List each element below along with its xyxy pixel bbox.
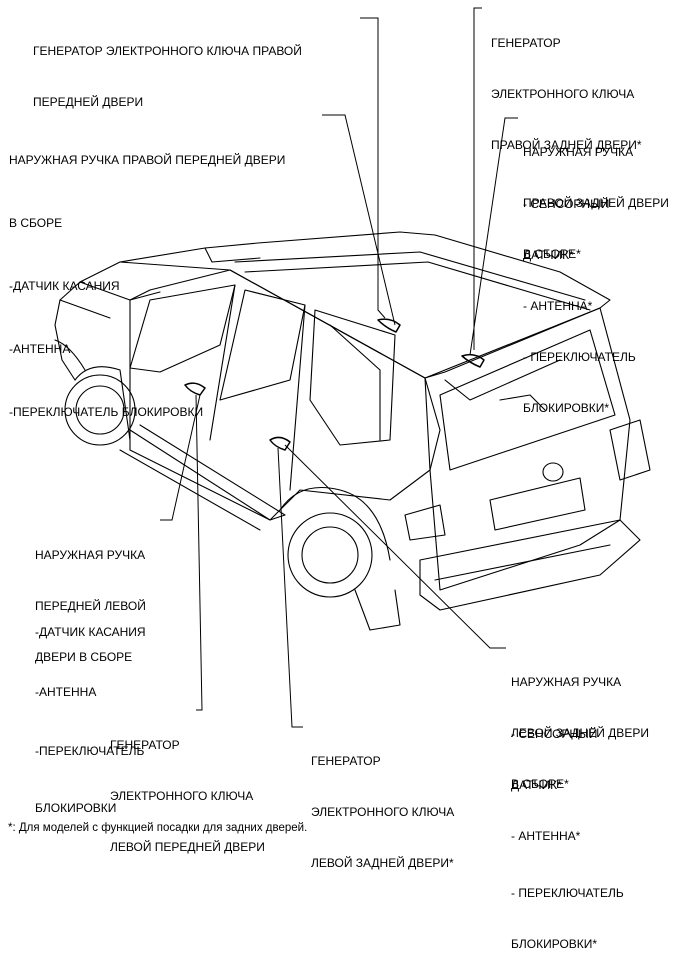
label-gen-right-front: ГЕНЕРАТОР ЭЛЕКТРОННОГО КЛЮЧА ПРАВОЙ ПЕРЕ… (33, 44, 302, 109)
rear-hatch (424, 307, 631, 591)
leader-gen-left-front (195, 394, 203, 711)
leader-gen-right-front (360, 17, 386, 319)
vehicle-diagram (54, 7, 651, 728)
leader-handle-right-front (322, 114, 396, 326)
label-handle-right-front: НАРУЖНАЯ РУЧКА ПРАВОЙ ПЕРЕДНЕЙ ДВЕРИ В С… (9, 153, 286, 419)
label-gen-right-rear: ГЕНЕРАТОР ЭЛЕКТРОННОГО КЛЮЧА ПРАВОЙ ЗАДН… (491, 36, 642, 152)
middle-window (219, 289, 306, 401)
label-handle-left-rear-items: - СЕНСОРНЫЙ ДАТЧИК* - АНТЕННА* - ПЕРЕКЛЮ… (511, 727, 624, 951)
leader-handle-left-rear (284, 444, 506, 649)
label-handle-left-front: НАРУЖНАЯ РУЧКА ПЕРЕДНЕЙ ЛЕВОЙ ДВЕРИ В СБ… (35, 548, 146, 664)
front-wheel (64, 374, 136, 446)
rear-window (309, 309, 396, 446)
label-handle-right-rear-items: - СЕНСОРНЫЙ ДАТЧИК* - АНТЕННА* - ПЕРЕКЛЮ… (523, 197, 636, 415)
leader-handle-left-front (160, 394, 201, 521)
rear-emblem (542, 462, 564, 482)
leader-gen-right-rear (473, 7, 482, 350)
label-gen-left-front: ГЕНЕРАТОР ЭЛЕКТРОННОГО КЛЮЧА ЛЕВОЙ ПЕРЕД… (110, 738, 265, 854)
footnote: *: Для моделей с функцией посадки для за… (8, 822, 308, 834)
license-plate (489, 477, 586, 531)
label-handle-left-front-items: -ДАТЧИК КАСАНИЯ -АНТЕННА -ПЕРЕКЛЮЧАТЕЛЬ … (35, 625, 146, 815)
front-window (129, 284, 236, 373)
rear-wheel (287, 512, 373, 598)
label-gen-left-rear: ГЕНЕРАТОР ЭЛЕКТРОННОГО КЛЮЧА ЛЕВОЙ ЗАДНЕ… (311, 754, 455, 870)
vehicle-hood (54, 261, 121, 381)
label-handle-left-rear: НАРУЖНАЯ РУЧКА ЛЕВОЙ ЗАДНЕЙ ДВЕРИ В СБОР… (511, 675, 649, 791)
leader-handle-right-rear (469, 117, 518, 356)
label-handle-right-rear: НАРУЖНАЯ РУЧКА ПРАВОЙ ЗАДНЕЙ ДВЕРИ В СБО… (523, 145, 669, 261)
leader-gen-left-rear (277, 447, 303, 728)
